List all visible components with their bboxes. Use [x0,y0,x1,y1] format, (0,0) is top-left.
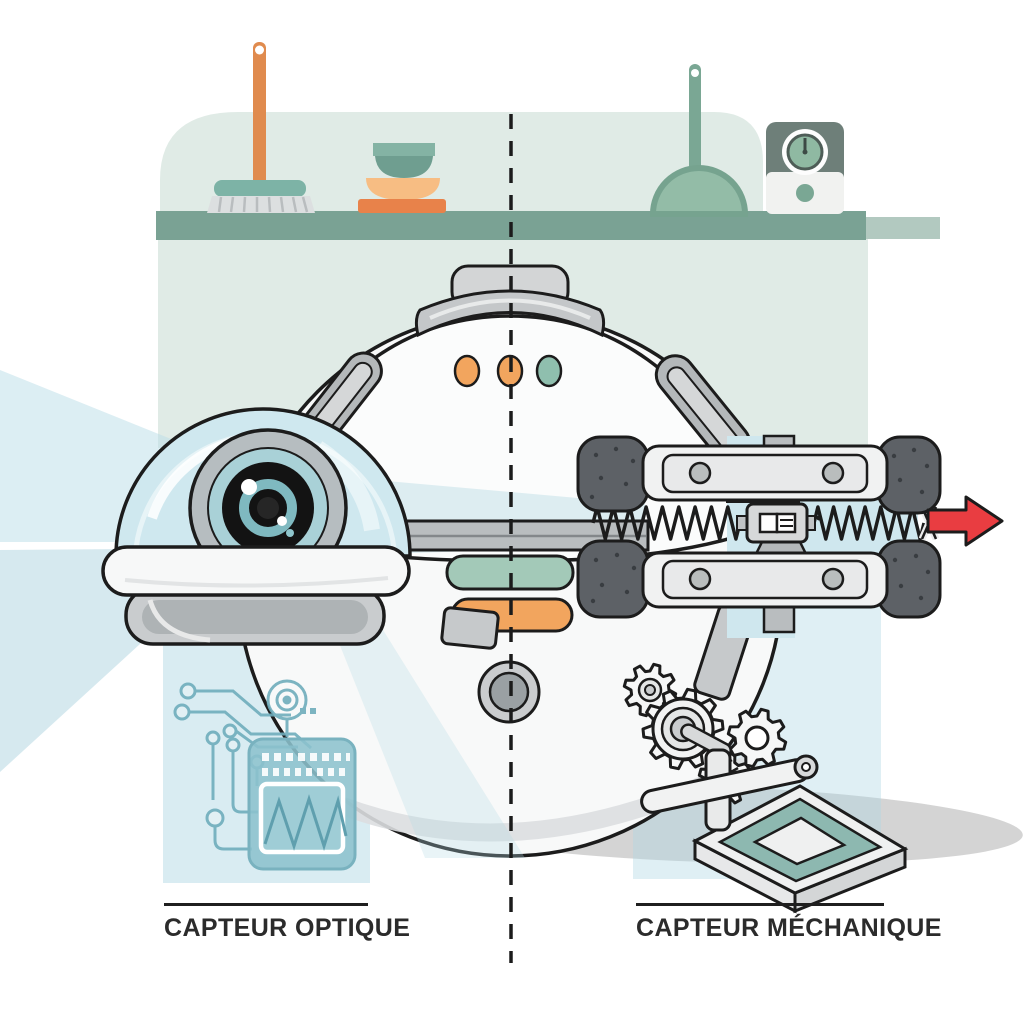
bumper-switch-icon [736,502,822,544]
shelf [156,211,940,240]
mechanical-bumper [576,434,1004,701]
top-handle-icon [414,264,606,338]
power-buttons [453,354,563,388]
right-side-handle-icon [654,354,752,464]
kitchen-timer-icon [766,122,844,214]
camera-dome-icon [101,407,500,650]
lever-arm-icon [640,748,819,832]
pad-texture-dots [589,446,931,604]
pressure-plate-icon [691,784,909,914]
caption-mechanical-line [636,903,884,906]
caption-mechanical-label: CAPTEUR MÉCHANIQUE [636,914,942,942]
caption-optical: CAPTEUR OPTIQUE [164,903,411,943]
waveform-chip-icon [247,737,357,871]
bumper-plates [641,444,889,609]
dustpan-icon [649,64,749,217]
caption-optical-line [164,903,368,906]
caption-mechanical: CAPTEUR MÉCHANIQUE [636,903,942,943]
caption-optical-label: CAPTEUR OPTIQUE [164,914,411,942]
broom-icon [207,42,315,213]
impact-arrow-icon [926,495,1004,547]
center-wheel-icon [477,660,541,724]
bowl-stack-icon [358,143,446,213]
